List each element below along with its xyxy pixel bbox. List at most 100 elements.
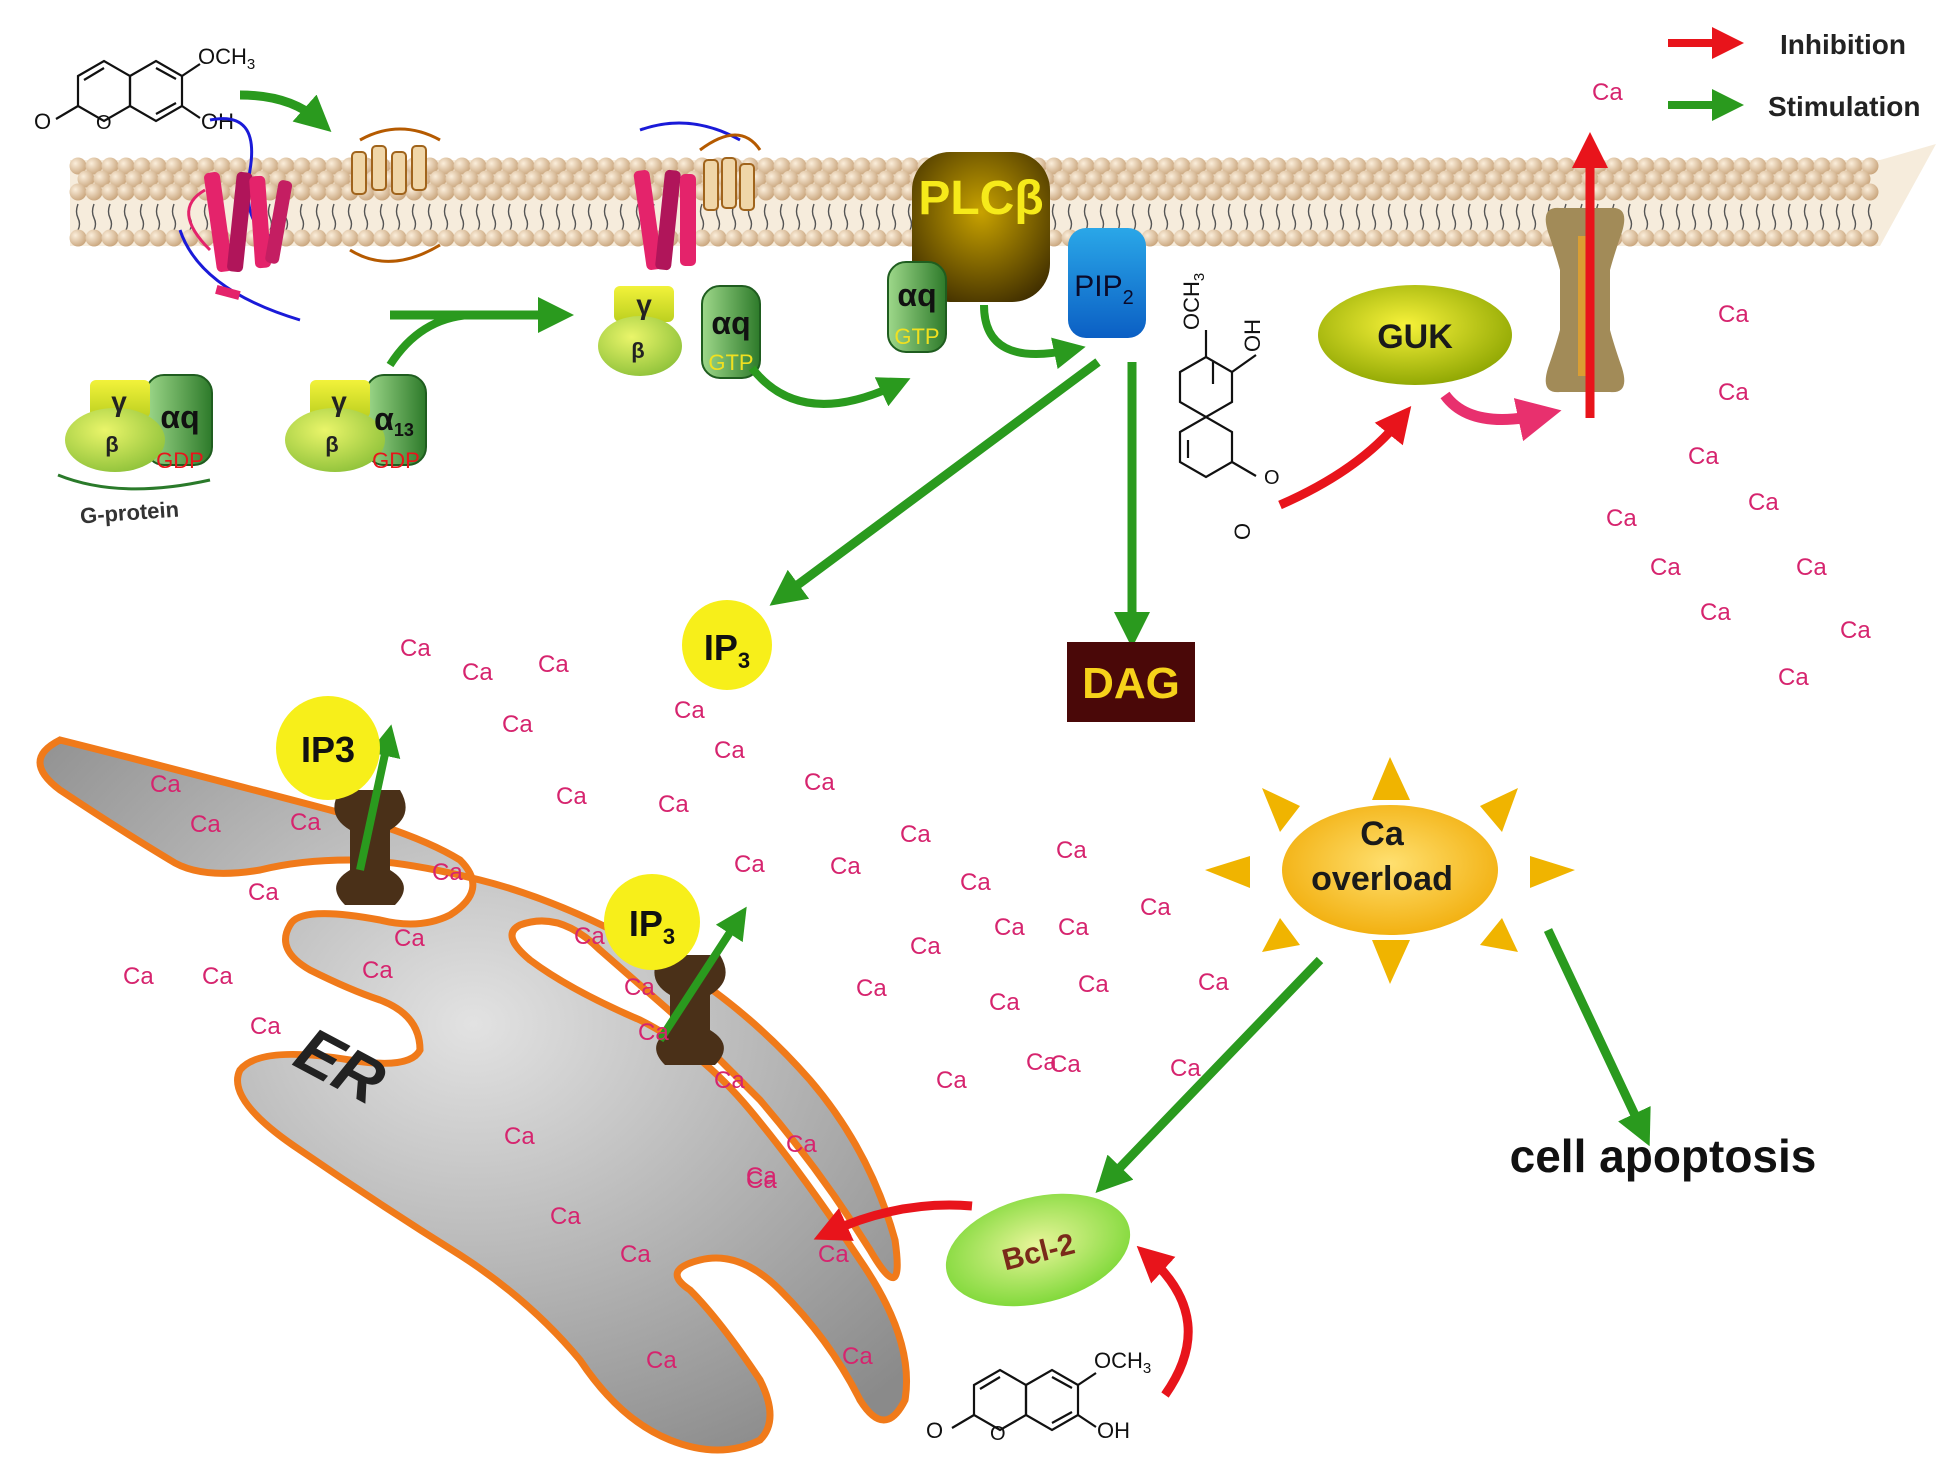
ip3-label-top: IP3	[704, 627, 750, 673]
pip2-molecule: PIP2	[1068, 228, 1146, 338]
dag-label: DAG	[1082, 659, 1180, 708]
guk-label: GUK	[1377, 318, 1453, 356]
cell-apoptosis-label: cell apoptosis	[1510, 1130, 1817, 1182]
ca-ion-label: Ca	[624, 974, 655, 1001]
ca-ion-label: Ca	[910, 933, 941, 960]
alpha-q-to-plc-arrow	[748, 365, 911, 408]
ca-ion-label: Ca	[936, 1067, 967, 1094]
ca-ion-label: Ca	[1650, 554, 1681, 581]
bcl2-protein: Bcl-2	[945, 1193, 1131, 1307]
ca-ion-label: Ca	[504, 1123, 535, 1150]
scopoletin-molecule-top	[55, 59, 201, 123]
ca-ion-label: Ca	[1748, 489, 1779, 516]
pip2-to-ip3-arrow	[769, 358, 1101, 606]
calcium-channel-membrane	[1545, 207, 1625, 393]
ca-ion-label: Ca	[538, 651, 569, 678]
ca-ion-label: Ca	[1778, 664, 1809, 691]
oh-label-top: OH	[201, 109, 234, 134]
ca-ion-label: Ca	[1198, 969, 1229, 996]
ca-ion-label: Ca	[290, 809, 321, 836]
ca-ion-label: Ca	[1026, 1049, 1057, 1076]
ca-ion-label: Ca	[714, 1067, 745, 1094]
ca-ion-label: Ca	[734, 851, 765, 878]
ip3-circle-top: IP3	[682, 600, 772, 690]
ca-ion-label: Ca	[620, 1241, 651, 1268]
ca-ion-label: Ca	[1796, 554, 1827, 581]
ca-ion-label: Ca	[818, 1241, 849, 1268]
dag-box: DAG	[1067, 642, 1195, 722]
molecule-to-bcl2-arrow	[1136, 1245, 1193, 1398]
ca-ion-label: Ca	[462, 659, 493, 686]
legend-stimulation-label: Stimulation	[1768, 91, 1920, 122]
ip3-receptor-arrow-1	[356, 724, 401, 871]
ca-ion-label: Ca	[1840, 617, 1871, 644]
gpcr-receptor-left	[178, 117, 301, 322]
gdp-label-2: GDP	[372, 448, 420, 473]
ca-ion-label: Ca	[394, 925, 425, 952]
scopoletin-molecule-bottom	[951, 1368, 1097, 1432]
alpha-q-label-3: αq	[711, 305, 750, 341]
ip3-receptor-channel-2	[654, 906, 747, 1065]
molecule-to-guk-arrow	[1278, 405, 1412, 510]
ca-ion-label: Ca	[1700, 599, 1731, 626]
ca-ion-label: Ca	[150, 771, 181, 798]
ca-ion-label: Ca	[123, 963, 154, 990]
ca-ion-label: Ca	[574, 923, 605, 950]
ip3-label-er-2: IP3	[629, 903, 675, 949]
ligand-receptor-tan	[349, 127, 441, 263]
ca-ion-label: Ca	[1718, 379, 1749, 406]
ca-ion-label: Ca	[830, 853, 861, 880]
ca-ion-label: Ca	[1718, 301, 1749, 328]
alpha-q-label: αq	[160, 399, 199, 435]
g-protein-resting: γ β αq GDP	[65, 374, 213, 473]
ca-ion-label: Ca	[1592, 79, 1623, 106]
g-alpha-q-gtp-1: αq GTP	[701, 285, 761, 379]
carbonyl-o-label-top: O	[34, 109, 51, 134]
guk-enzyme: GUK	[1318, 285, 1512, 385]
ca-ion-label: Ca	[502, 711, 533, 738]
ca-ion-label: Ca	[960, 869, 991, 896]
och3-label-mid: OCH3	[1179, 273, 1208, 330]
pip2-label: PIP2	[1074, 270, 1133, 309]
ip3-receptor-arrow-2	[656, 906, 747, 1043]
g-protein-activated-beta-gamma: γ β	[598, 286, 682, 376]
carbonyl-o-label-bottom: O	[926, 1418, 943, 1443]
g-protein-alpha13: γ β α13 GDP	[285, 374, 427, 473]
oh-label-mid: OH	[1240, 319, 1265, 352]
alpha-q-label-4: αq	[897, 277, 936, 313]
ca-ion-label: Ca	[746, 1163, 777, 1190]
ca-ion-label: Ca	[1050, 1051, 1081, 1078]
ca-overload-label-2: overload	[1311, 860, 1453, 898]
ca-ion-label: Ca	[674, 697, 705, 724]
beta-label: β	[105, 432, 118, 457]
ring-o-label-top: O	[96, 112, 112, 134]
alpha-13-label: α13	[374, 401, 414, 440]
molecule-to-receptor-arrow	[239, 90, 332, 132]
gtp-label-1: GTP	[708, 350, 753, 375]
ca-ion-label: Ca	[786, 1131, 817, 1158]
ca-ion-label: Ca	[202, 963, 233, 990]
ca-ion-label: Ca	[556, 783, 587, 810]
ca-ion-label: Ca	[248, 879, 279, 906]
endoplasmic-reticulum: ER	[36, 736, 911, 1454]
ca-ion-label: Ca	[362, 957, 393, 984]
ca-ion-label: Ca	[746, 1167, 777, 1194]
carbonyl-o-label-mid: O	[1230, 523, 1255, 540]
ca-ion-label: Ca	[550, 1203, 581, 1230]
plc-to-pip2-arrow	[980, 304, 1086, 369]
bcl2-to-er-arrow	[813, 1200, 973, 1241]
ip3-label-er-1: IP3	[301, 729, 355, 770]
plc-beta-label: PLCβ	[918, 172, 1043, 225]
ip3-circle-er-2: IP3	[604, 874, 700, 970]
legend: Inhibition Stimulation	[1668, 27, 1920, 122]
g-protein-merge-curve	[386, 311, 471, 368]
ca-overload-label-1: Ca	[1360, 815, 1405, 853]
ca-ion-label: Ca	[1140, 894, 1171, 921]
g-protein-label: G-protein	[79, 497, 180, 529]
och3-label-top: OCH3	[198, 44, 255, 73]
overload-to-apoptosis-arrow	[1543, 928, 1651, 1147]
ring-o-label-bottom: O	[990, 1423, 1006, 1445]
guk-to-channel-arrow	[1440, 391, 1562, 442]
ca-ion-label: Ca	[714, 737, 745, 764]
